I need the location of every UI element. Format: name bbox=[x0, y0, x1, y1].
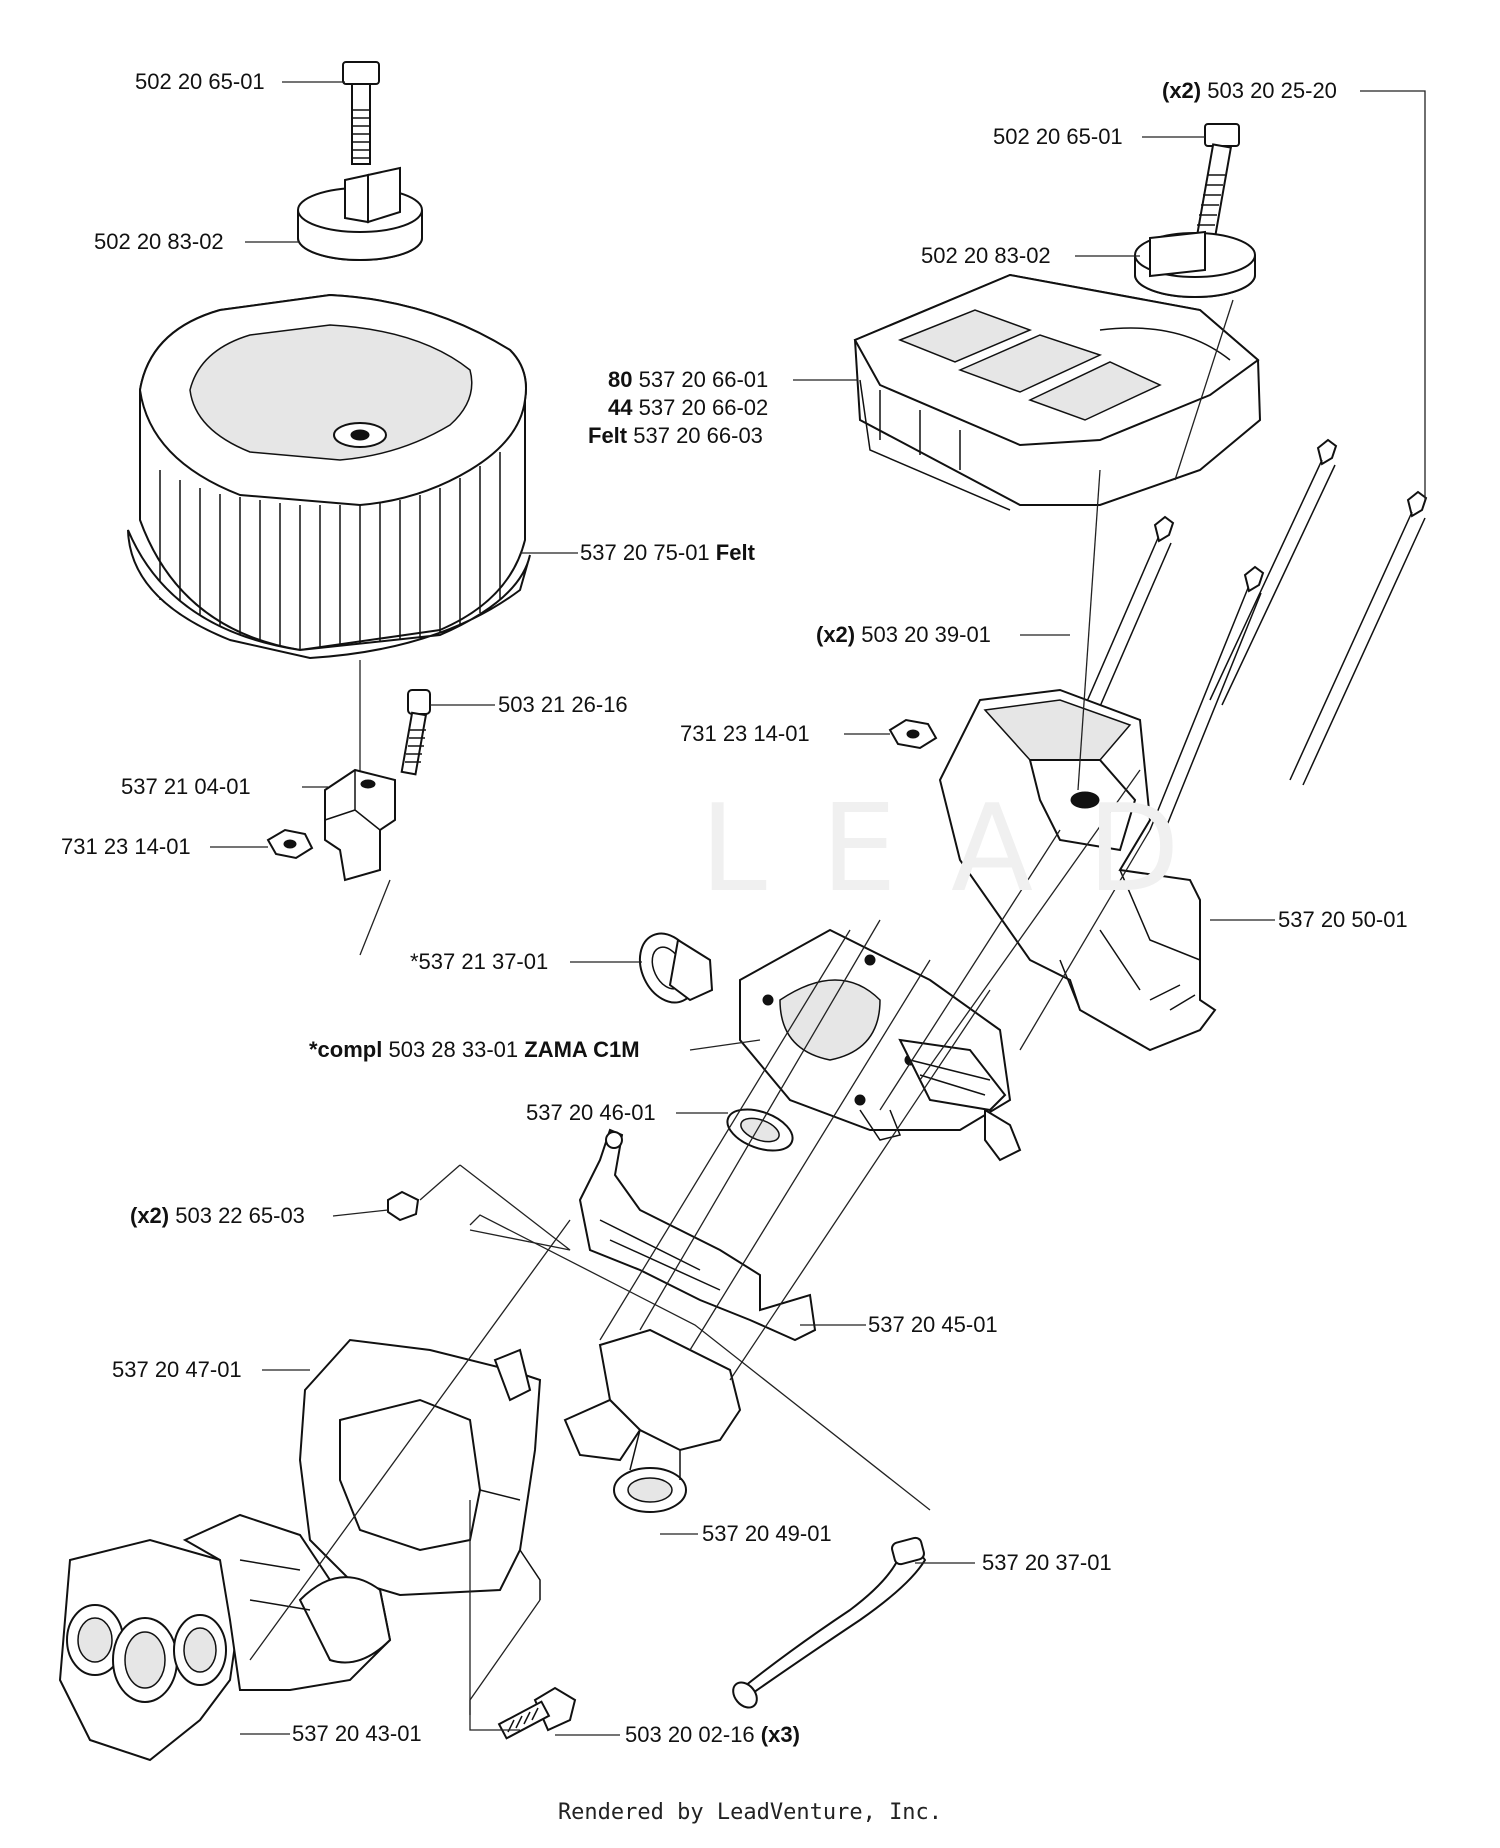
filter-nut-cap-right bbox=[1134, 230, 1256, 298]
label-part-537-20-43-01: 537 20 43-01 bbox=[292, 1721, 422, 1746]
fuel-hose bbox=[732, 1536, 927, 1709]
filter-bolt-left bbox=[342, 61, 380, 165]
leader-lines bbox=[210, 81, 1426, 1736]
label-part-503-20-39-01: (x2) 503 20 39-01 bbox=[816, 622, 991, 647]
axis-line-bracket bbox=[359, 879, 391, 956]
leadventure-watermark: L E A D bbox=[700, 780, 1188, 919]
label-part-537-20-66-02: 44 537 20 66-02 bbox=[608, 395, 769, 420]
label-part-537-20-37-01: 537 20 37-01 bbox=[982, 1550, 1112, 1575]
filter-bolt-right bbox=[1194, 123, 1240, 248]
footer-credit: Rendered by LeadVenture, Inc. bbox=[557, 1800, 943, 1825]
label-part-502-20-65-01-left: 502 20 65-01 bbox=[135, 69, 265, 94]
label-part-502-20-83-02-right: 502 20 83-02 bbox=[921, 243, 1051, 268]
label-part-503-20-25-20: (x2) 503 20 25-20 bbox=[1162, 78, 1337, 103]
label-part-537-20-47-01: 537 20 47-01 bbox=[112, 1357, 242, 1382]
label-part-537-20-45-01: 537 20 45-01 bbox=[868, 1312, 998, 1337]
air-filter-left bbox=[127, 293, 531, 660]
assembly-guide-lines bbox=[249, 299, 1234, 1731]
filter-nut-cap-left bbox=[297, 166, 423, 261]
filter-bracket-screw bbox=[400, 689, 431, 776]
label-part-537-20-46-01: 537 20 46-01 bbox=[526, 1100, 656, 1125]
primer-bulb-part bbox=[638, 932, 714, 1004]
label-part-537-20-50-01: 537 20 50-01 bbox=[1278, 907, 1408, 932]
hex-nut-left bbox=[266, 828, 314, 860]
hex-nut-right bbox=[888, 718, 938, 750]
carburetor-zama bbox=[739, 928, 1022, 1162]
label-part-502-20-65-01-right: 502 20 65-01 bbox=[993, 124, 1123, 149]
label-part-537-20-49-01: 537 20 49-01 bbox=[702, 1521, 832, 1546]
label-part-731-23-14-01-left: 731 23 14-01 bbox=[61, 834, 191, 859]
label-part-503-22-65-03: (x2) 503 22 65-03 bbox=[130, 1203, 305, 1228]
label-part-537-20-75-01: 537 20 75-01 Felt bbox=[580, 540, 755, 565]
intake-elbow bbox=[563, 1328, 742, 1513]
label-part-503-21-26-16: 503 21 26-16 bbox=[498, 692, 628, 717]
label-part-502-20-83-02-left: 502 20 83-02 bbox=[94, 229, 224, 254]
intake-screw bbox=[497, 1686, 577, 1740]
label-part-503-28-33-01: *compl 503 28 33-01 ZAMA C1M bbox=[309, 1037, 640, 1062]
carburetor-housing bbox=[938, 688, 1217, 1052]
carburetor-gasket bbox=[726, 1108, 794, 1152]
label-part-537-20-66-03: Felt 537 20 66-03 bbox=[588, 423, 763, 448]
small-square-nut bbox=[387, 1190, 420, 1222]
label-part-537-21-37-01: *537 21 37-01 bbox=[410, 949, 549, 974]
label-part-537-20-66-01: 80 537 20 66-01 bbox=[608, 367, 769, 392]
label-part-731-23-14-01-right: 731 23 14-01 bbox=[680, 721, 810, 746]
label-part-503-20-02-16: 503 20 02-16 (x3) bbox=[625, 1722, 800, 1747]
intake-manifold-537-20-43 bbox=[58, 1513, 392, 1762]
filter-cover-right bbox=[853, 273, 1262, 511]
intake-plate-537-20-47 bbox=[298, 1338, 542, 1600]
intake-bracket bbox=[578, 1128, 817, 1342]
label-part-537-21-04-01: 537 21 04-01 bbox=[121, 774, 251, 799]
filter-bracket-537-21-04 bbox=[324, 768, 396, 882]
long-stud-bolts bbox=[1054, 438, 1428, 836]
